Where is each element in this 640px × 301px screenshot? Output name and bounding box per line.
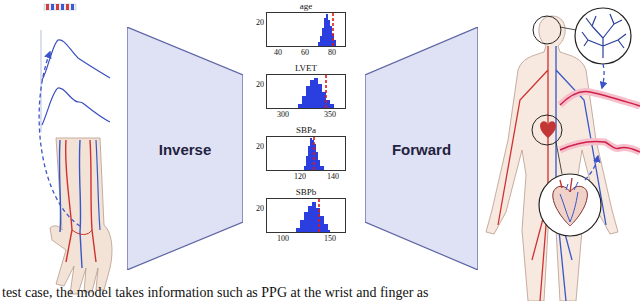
plot-frame <box>266 74 346 109</box>
histogram-title: LVET <box>266 63 346 74</box>
arm-illustration <box>39 52 112 294</box>
plot-frame <box>266 12 346 47</box>
tick-label: 140 <box>327 172 339 181</box>
tick-label: 20 <box>256 142 264 151</box>
tick-label: 150 <box>324 234 336 243</box>
figure-caption: test case, the model takes information s… <box>2 285 429 301</box>
tick-label: 20 <box>256 204 264 213</box>
histogram-panel: age <box>266 1 346 47</box>
histogram-panel: SBPa <box>266 125 346 171</box>
histogram-panel: LVET <box>266 63 346 109</box>
network-block: Inverse <box>127 27 243 270</box>
color-strip <box>44 4 76 10</box>
heart-zoom <box>539 142 601 236</box>
tick-label: 60 <box>301 48 309 57</box>
block-label: Inverse <box>127 140 243 157</box>
histogram-title: age <box>266 1 346 12</box>
tick-label: 40 <box>274 48 282 57</box>
trapezoid-outline <box>127 27 243 270</box>
network-block: Forward <box>365 27 478 270</box>
tick-label: 120 <box>294 172 306 181</box>
histogram-title: SBPa <box>266 125 346 136</box>
tick-label: 100 <box>277 234 289 243</box>
plot-frame <box>266 136 346 171</box>
ppg-waveforms <box>41 30 110 132</box>
block-label: Forward <box>365 140 478 157</box>
trapezoid-outline <box>365 27 478 270</box>
pressure-waveforms <box>560 92 640 152</box>
tick-label: 20 <box>256 18 264 27</box>
brain-zoom <box>560 8 631 88</box>
tick-label: 350 <box>324 110 336 119</box>
tick-label: 20 <box>256 80 264 89</box>
histogram-title: SBPb <box>266 187 346 198</box>
true-value-lines <box>314 13 333 232</box>
plot-frame <box>266 198 346 233</box>
tick-label: 80 <box>328 48 336 57</box>
tick-label: 300 <box>277 110 289 119</box>
histogram-panel: SBPb <box>266 187 346 233</box>
